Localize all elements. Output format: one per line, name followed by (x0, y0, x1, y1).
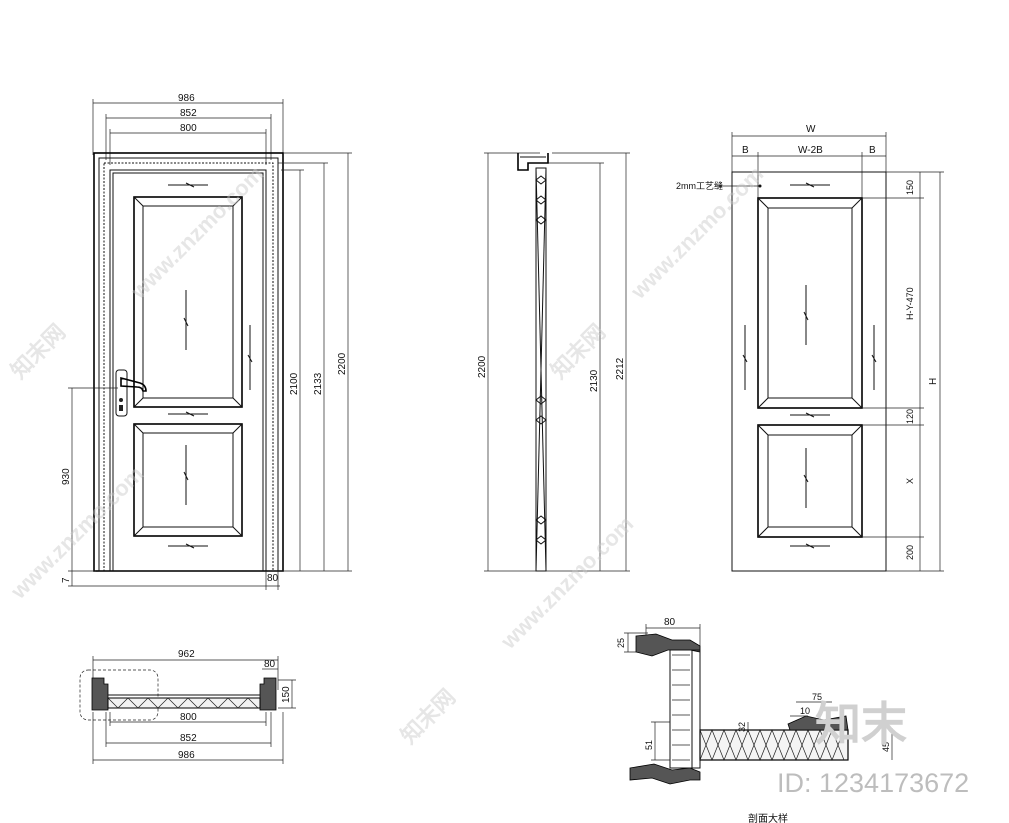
param-dim-w: W (806, 124, 816, 135)
plan-dim-986: 986 (178, 750, 195, 761)
front-dim-7: 7 (61, 577, 72, 583)
watermark-url-1: www.znzmo.com (125, 161, 268, 304)
param-dim-b-right: B (869, 145, 876, 156)
param-dim-200: 200 (905, 545, 915, 560)
side-dim-2212: 2212 (615, 357, 626, 380)
parametric-elevation: W B W-2B B 2mm工艺缝 (676, 124, 944, 572)
plan-dim-962: 962 (178, 649, 195, 660)
gap-note-label: 2mm工艺缝 (676, 180, 723, 191)
plan-dim-150: 150 (281, 686, 292, 703)
detail-dim-10: 10 (800, 706, 810, 716)
plan-dim-80: 80 (264, 659, 276, 670)
detail-caption: 剖面大样 (748, 812, 788, 823)
plan-section: 962 80 150 800 852 986 (79, 649, 296, 764)
front-dim-930: 930 (61, 468, 72, 485)
param-top-dimensions: W B W-2B B (731, 124, 887, 198)
front-top-dimensions: 986 852 800 (92, 93, 284, 165)
front-elevation: 986 852 800 (61, 93, 352, 590)
detail-section: 80 25 75 10 32 51 45 剖面大样 (616, 617, 893, 823)
param-dim-120: 120 (905, 409, 915, 424)
front-dim-800: 800 (180, 123, 197, 134)
side-dim-2130: 2130 (589, 369, 600, 392)
param-dim-w-2b: W-2B (798, 145, 823, 156)
front-right-dimensions: 2100 2133 2200 (270, 152, 352, 572)
side-section: 2200 2130 2212 (477, 152, 630, 572)
front-dim-2133: 2133 (313, 372, 324, 395)
detail-dim-75: 75 (812, 692, 822, 702)
watermark-brand: 知末 (815, 698, 907, 750)
detail-dim-25: 25 (616, 638, 626, 648)
param-dim-b-left: B (742, 145, 749, 156)
front-dim-2100: 2100 (289, 372, 300, 395)
front-dim-852: 852 (180, 108, 197, 119)
watermark-site-3: 知末网 (396, 684, 460, 748)
detail-dim-51: 51 (644, 740, 654, 750)
front-left-dimensions: 930 7 80 (61, 387, 280, 590)
watermark-id: ID: 1234173672 (777, 768, 969, 798)
front-door-frame (93, 152, 284, 572)
param-dim-x: X (905, 478, 915, 484)
door-handle-icon (115, 369, 147, 417)
plan-dim-852: 852 (180, 733, 197, 744)
front-dim-80: 80 (267, 573, 279, 584)
front-dim-2200: 2200 (337, 352, 348, 375)
detail-dim-32: 32 (737, 722, 747, 732)
watermark-site-2: 知末网 (546, 319, 610, 383)
side-section-bumps (535, 175, 547, 545)
param-dim-h: H (928, 378, 939, 385)
param-dim-h-y-470: H-Y-470 (905, 287, 915, 320)
plan-dim-800: 800 (180, 712, 197, 723)
watermark-site-1: 知末网 (6, 319, 70, 383)
detail-dim-80: 80 (664, 617, 676, 628)
watermark-url-4: www.znzmo.com (495, 511, 638, 654)
side-dim-2200: 2200 (477, 355, 488, 378)
watermark-url-3: www.znzmo.com (5, 461, 148, 604)
detail-dim-45: 45 (881, 742, 891, 752)
front-door-leaf (112, 172, 264, 572)
front-dim-986: 986 (178, 93, 195, 104)
param-right-dimensions: 150 H-Y-470 120 X 200 H (862, 171, 944, 572)
param-dim-150: 150 (905, 180, 915, 195)
